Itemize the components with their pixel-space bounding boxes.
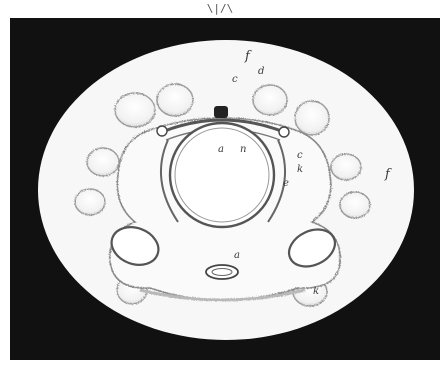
left-knob <box>157 126 167 136</box>
label-b-right: k <box>297 164 303 175</box>
label-a-center: a <box>218 144 224 155</box>
bottom-oval <box>206 265 238 279</box>
top-node <box>214 106 228 118</box>
label-e-right: e <box>283 178 289 189</box>
right-knob <box>279 127 289 137</box>
label-n: n <box>240 144 246 155</box>
top-mark: \|/\ <box>207 2 234 15</box>
label-k-lower: k <box>313 286 319 297</box>
label-c-right: c <box>297 150 303 161</box>
label-a-lower: a <box>234 250 240 261</box>
label-c-top: c <box>232 74 238 85</box>
label-d: d <box>258 66 264 77</box>
central-circle <box>170 123 274 227</box>
